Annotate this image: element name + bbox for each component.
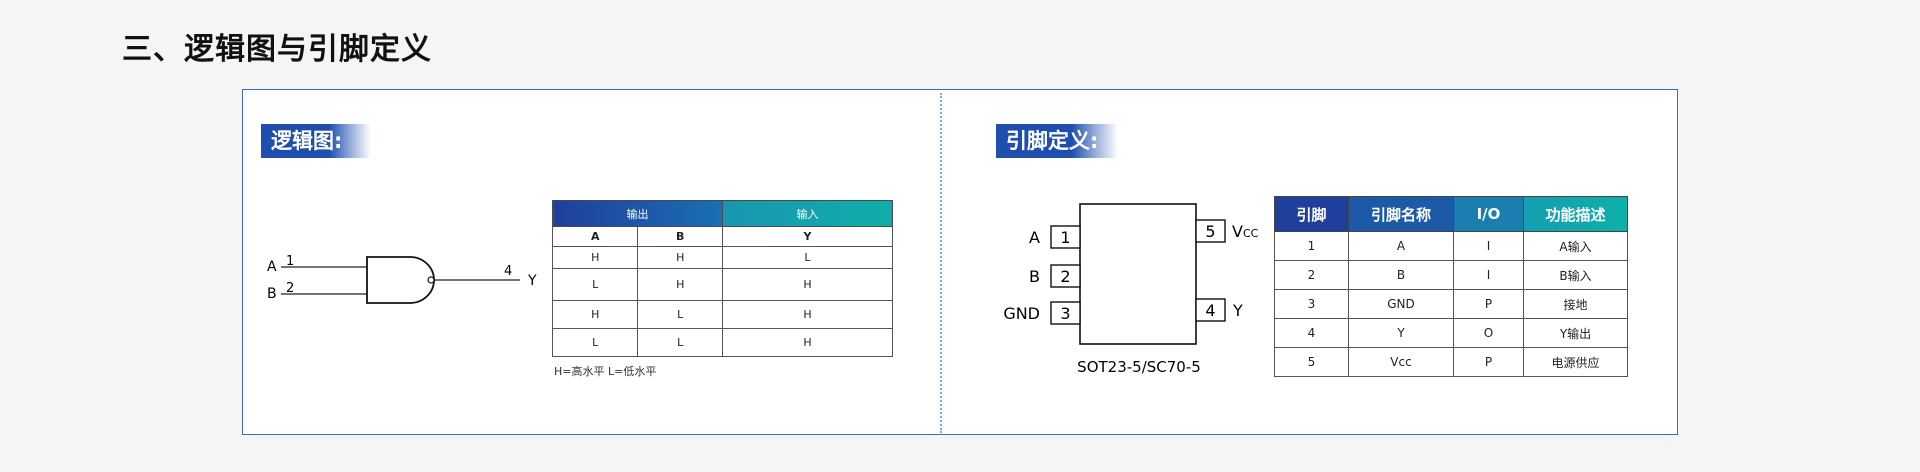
- section-divider: [940, 93, 942, 433]
- truth-cell: H: [551, 300, 639, 329]
- pin-cell: Vcc: [1348, 347, 1454, 377]
- input-b-label: B: [267, 286, 277, 302]
- pin-5-number: 5: [1205, 222, 1215, 241]
- package-caption: SOT23-5/SC70-5: [1077, 358, 1201, 376]
- table-row: H H L: [551, 246, 894, 269]
- truth-cell: L: [551, 268, 639, 301]
- pin-cell: O: [1453, 318, 1524, 348]
- page-title: 三、逻辑图与引脚定义: [122, 32, 432, 67]
- logic-section-tag: 逻辑图:: [261, 124, 371, 158]
- input-b-pin: 2: [286, 281, 294, 296]
- table-row: 1 A I A输入: [1274, 231, 1628, 261]
- pin-col-header: I/O: [1453, 196, 1524, 232]
- pin-2-pad: [1050, 264, 1081, 288]
- truth-cell: L: [637, 300, 723, 329]
- pin-cell: I: [1453, 231, 1524, 261]
- pin-cell: 4: [1274, 318, 1349, 348]
- pin-col-header: 引脚名称: [1348, 196, 1454, 232]
- table-row: 5 Vcc P 电源供应: [1274, 347, 1628, 377]
- pin-cell: GND: [1348, 289, 1454, 319]
- pin-cell: 接地: [1523, 289, 1628, 319]
- package-body: [1079, 203, 1197, 345]
- pin-4-number: 4: [1205, 301, 1215, 320]
- table-row: 4 Y O Y输出: [1274, 318, 1628, 348]
- pin-cell: 5: [1274, 347, 1349, 377]
- pin-cell: Y: [1348, 318, 1454, 348]
- pin-5-label: VCC: [1232, 222, 1259, 241]
- truth-cell: H: [637, 268, 723, 301]
- pin-cell: B输入: [1523, 260, 1628, 290]
- table-row: H L H: [551, 300, 894, 329]
- pin-col-header: 功能描述: [1523, 196, 1628, 232]
- inverter-bubble: [427, 276, 435, 284]
- pin-cell: B: [1348, 260, 1454, 290]
- input-a-label: A: [267, 259, 277, 275]
- output-label: Y: [527, 273, 537, 289]
- truth-cell: H: [551, 246, 639, 269]
- pin-cell: P: [1453, 347, 1524, 377]
- pin-cell: Y输出: [1523, 318, 1628, 348]
- truth-input-header: 输入: [721, 200, 894, 227]
- output-pin: 4: [504, 264, 512, 279]
- pin-2-number: 2: [1060, 267, 1070, 286]
- pin-col-header: 引脚: [1274, 196, 1349, 232]
- truth-cell: H: [721, 300, 894, 329]
- pin-definition-table: 引脚 引脚名称 I/O 功能描述 1 A I A输入 2 B I B输入 3 G…: [1274, 196, 1628, 377]
- pin-4-pad: [1195, 298, 1226, 322]
- pin-3-number: 3: [1060, 304, 1070, 323]
- table-row: L H H: [551, 268, 894, 301]
- and-gate-body: [366, 256, 435, 304]
- pin-4-label: Y: [1232, 301, 1243, 320]
- package-pinout-diagram: 1 A 2 B 3 GND 5 VCC 4 Y SOT23-5/SC70-5: [1003, 203, 1259, 376]
- table-row: L L H: [551, 328, 894, 357]
- pin-cell: 2: [1274, 260, 1349, 290]
- pin-cell: 电源供应: [1523, 347, 1628, 377]
- pin-3-label: GND: [1003, 304, 1040, 323]
- pin-1-pad: [1050, 225, 1081, 249]
- truth-cell: L: [637, 328, 723, 357]
- truth-cell: L: [551, 328, 639, 357]
- truth-cell: L: [721, 246, 894, 269]
- table-row: 2 B I B输入: [1274, 260, 1628, 290]
- truth-cell: H: [721, 268, 894, 301]
- truth-cell: H: [721, 328, 894, 357]
- pin-2-label: B: [1029, 267, 1040, 286]
- pin-3-pad: [1050, 301, 1081, 325]
- truth-col-b: B: [637, 226, 723, 247]
- pin-cell: A输入: [1523, 231, 1628, 261]
- truth-cell: H: [637, 246, 723, 269]
- pin-section-tag: 引脚定义:: [996, 124, 1118, 158]
- table-row: 3 GND P 接地: [1274, 289, 1628, 319]
- level-legend-note: H=高水平 L=低水平: [554, 365, 657, 378]
- pin-1-label: A: [1029, 228, 1040, 247]
- truth-col-y: Y: [721, 226, 894, 247]
- input-a-pin: 1: [286, 254, 294, 269]
- pin-cell: P: [1453, 289, 1524, 319]
- truth-table: 输出 输入 A B Y H H L L H H H L H L L H: [551, 200, 894, 357]
- nand-gate-diagram: A 1 B 2 4 Y: [267, 254, 537, 304]
- pin-cell: 3: [1274, 289, 1349, 319]
- truth-col-a: A: [551, 226, 639, 247]
- pin-5-pad: [1195, 219, 1226, 243]
- truth-output-header: 输出: [552, 200, 723, 227]
- pin-cell: 1: [1274, 231, 1349, 261]
- pin-1-number: 1: [1060, 228, 1070, 247]
- pin-cell: A: [1348, 231, 1454, 261]
- pin-cell: I: [1453, 260, 1524, 290]
